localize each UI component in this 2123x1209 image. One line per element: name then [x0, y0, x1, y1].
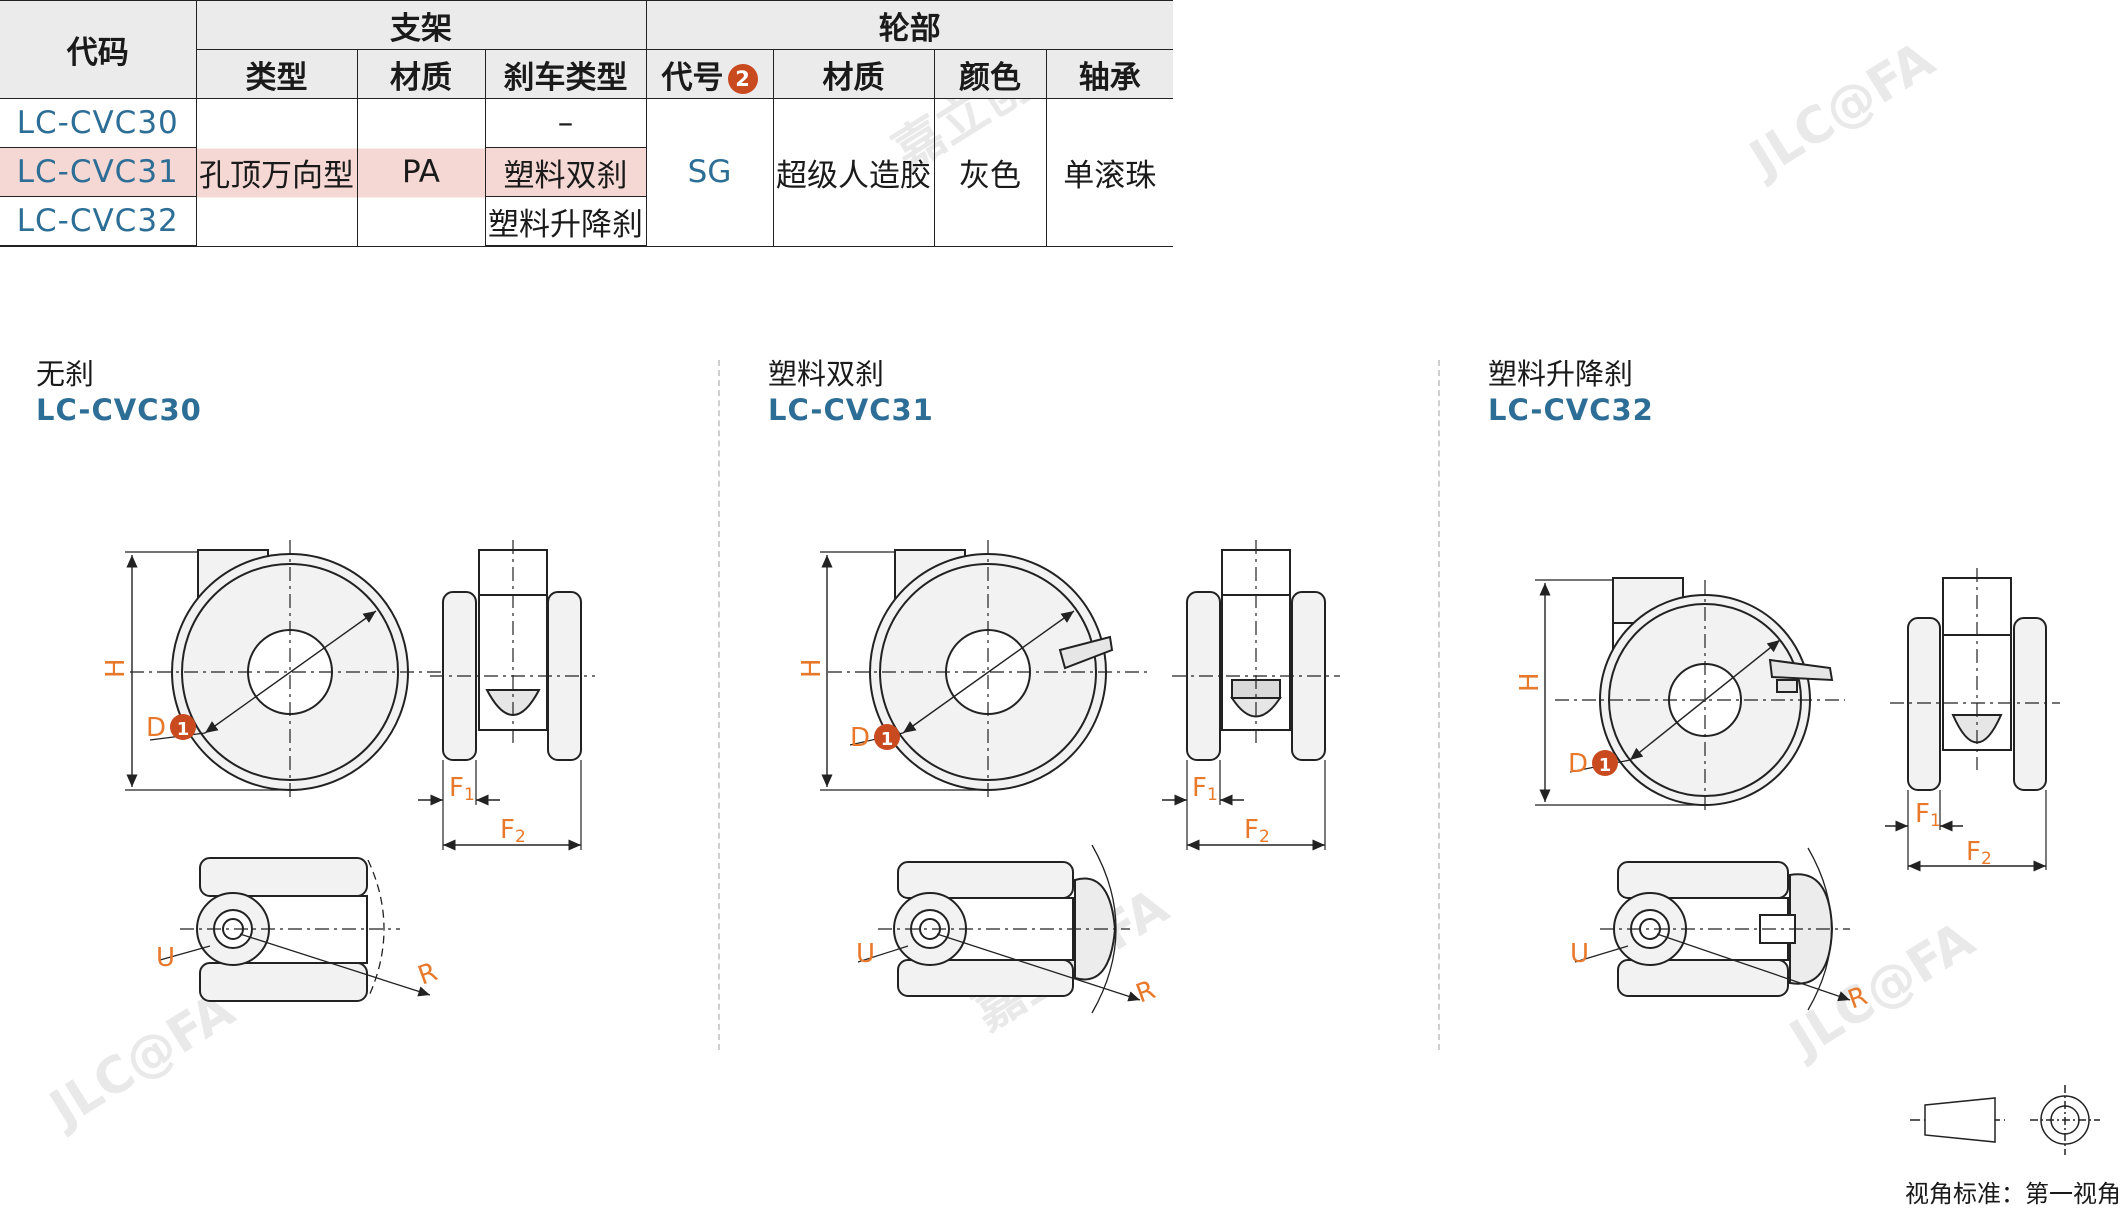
- dim-U: U: [856, 939, 875, 969]
- header-wheel: 轮部: [645, 0, 1173, 50]
- dim-F: F1: [449, 773, 475, 805]
- col-brake-type: 刹车类型: [484, 49, 647, 99]
- col-bearing: 轴承: [1045, 49, 1173, 99]
- dim-F: F2: [1244, 815, 1270, 847]
- panel-title-3: 塑料升降刹 LC-CVC32: [1488, 357, 1654, 427]
- dim-D: D: [146, 713, 166, 743]
- top-view-2: [857, 844, 1141, 1014]
- col-material-wheel: 材质: [772, 49, 935, 99]
- col-color: 颜色: [933, 49, 1047, 99]
- dim-R: R: [1844, 981, 1871, 1015]
- projection-symbol: [1910, 1085, 2100, 1155]
- note-badge: 2: [727, 64, 758, 94]
- dim-D: D: [1568, 749, 1588, 779]
- dim-D: D: [850, 723, 870, 753]
- cell-material-bracket: PA: [356, 98, 486, 247]
- panel-title-1: 无刹 LC-CVC30: [36, 357, 202, 427]
- dim-F: F2: [1966, 837, 1992, 869]
- cell-color: 灰色: [933, 98, 1047, 247]
- row-code: LC-CVC31: [0, 147, 197, 197]
- cell-material-wheel: 超级人造胶: [772, 98, 935, 247]
- table-row: LC-CVC30 孔顶万向型 PA – SG 超级人造胶 灰色 单滚珠: [0, 98, 1173, 247]
- cell-type: 孔顶万向型: [195, 98, 358, 247]
- cell-bearing: 单滚珠: [1045, 98, 1173, 247]
- table-row: LC-CVC32 塑料升降刹: [0, 196, 1173, 247]
- dim-H: H: [797, 658, 827, 678]
- front-view-2: [1162, 540, 1340, 851]
- dim-F: F1: [1915, 799, 1941, 831]
- dim-H: H: [101, 658, 131, 678]
- side-view-2: [820, 540, 1150, 800]
- front-view-1: [418, 540, 595, 851]
- side-view-3: [1535, 577, 1845, 815]
- note-badge: 1: [1599, 755, 1612, 776]
- panel-divider: [718, 360, 720, 1050]
- dim-U: U: [156, 943, 175, 973]
- col-material-bracket: 材质: [356, 49, 486, 99]
- table-row: LC-CVC31 塑料双刹: [0, 147, 1173, 197]
- cell-brake: 塑料升降刹: [484, 196, 646, 247]
- note-badge: 1: [881, 729, 894, 750]
- dim-U: U: [1570, 939, 1589, 969]
- dim-R: R: [1132, 975, 1159, 1009]
- front-view-3: [1885, 568, 2060, 872]
- side-view-1: [125, 540, 450, 800]
- row-code: LC-CVC32: [0, 196, 197, 247]
- panel-title-2: 塑料双刹 LC-CVC31: [768, 357, 934, 427]
- note-badges: 1 1 1: [170, 714, 1618, 776]
- cell-brake: 塑料双刹: [484, 147, 646, 197]
- projection-note: 视角标准：第一视角: [1905, 1180, 2121, 1208]
- row-code: LC-CVC30: [0, 98, 197, 148]
- dim-F: F2: [500, 815, 526, 847]
- top-view-1: [159, 857, 431, 1002]
- panel-divider: [1438, 360, 1440, 1050]
- dim-R: R: [414, 957, 441, 991]
- dim-F: F1: [1192, 773, 1218, 805]
- top-view-3: [1574, 847, 1851, 1011]
- header-code: 代码: [0, 0, 197, 99]
- note-badge: 1: [177, 719, 190, 740]
- col-type: 类型: [196, 49, 358, 99]
- dim-H: H: [1515, 672, 1545, 692]
- cell-brake: –: [484, 98, 647, 148]
